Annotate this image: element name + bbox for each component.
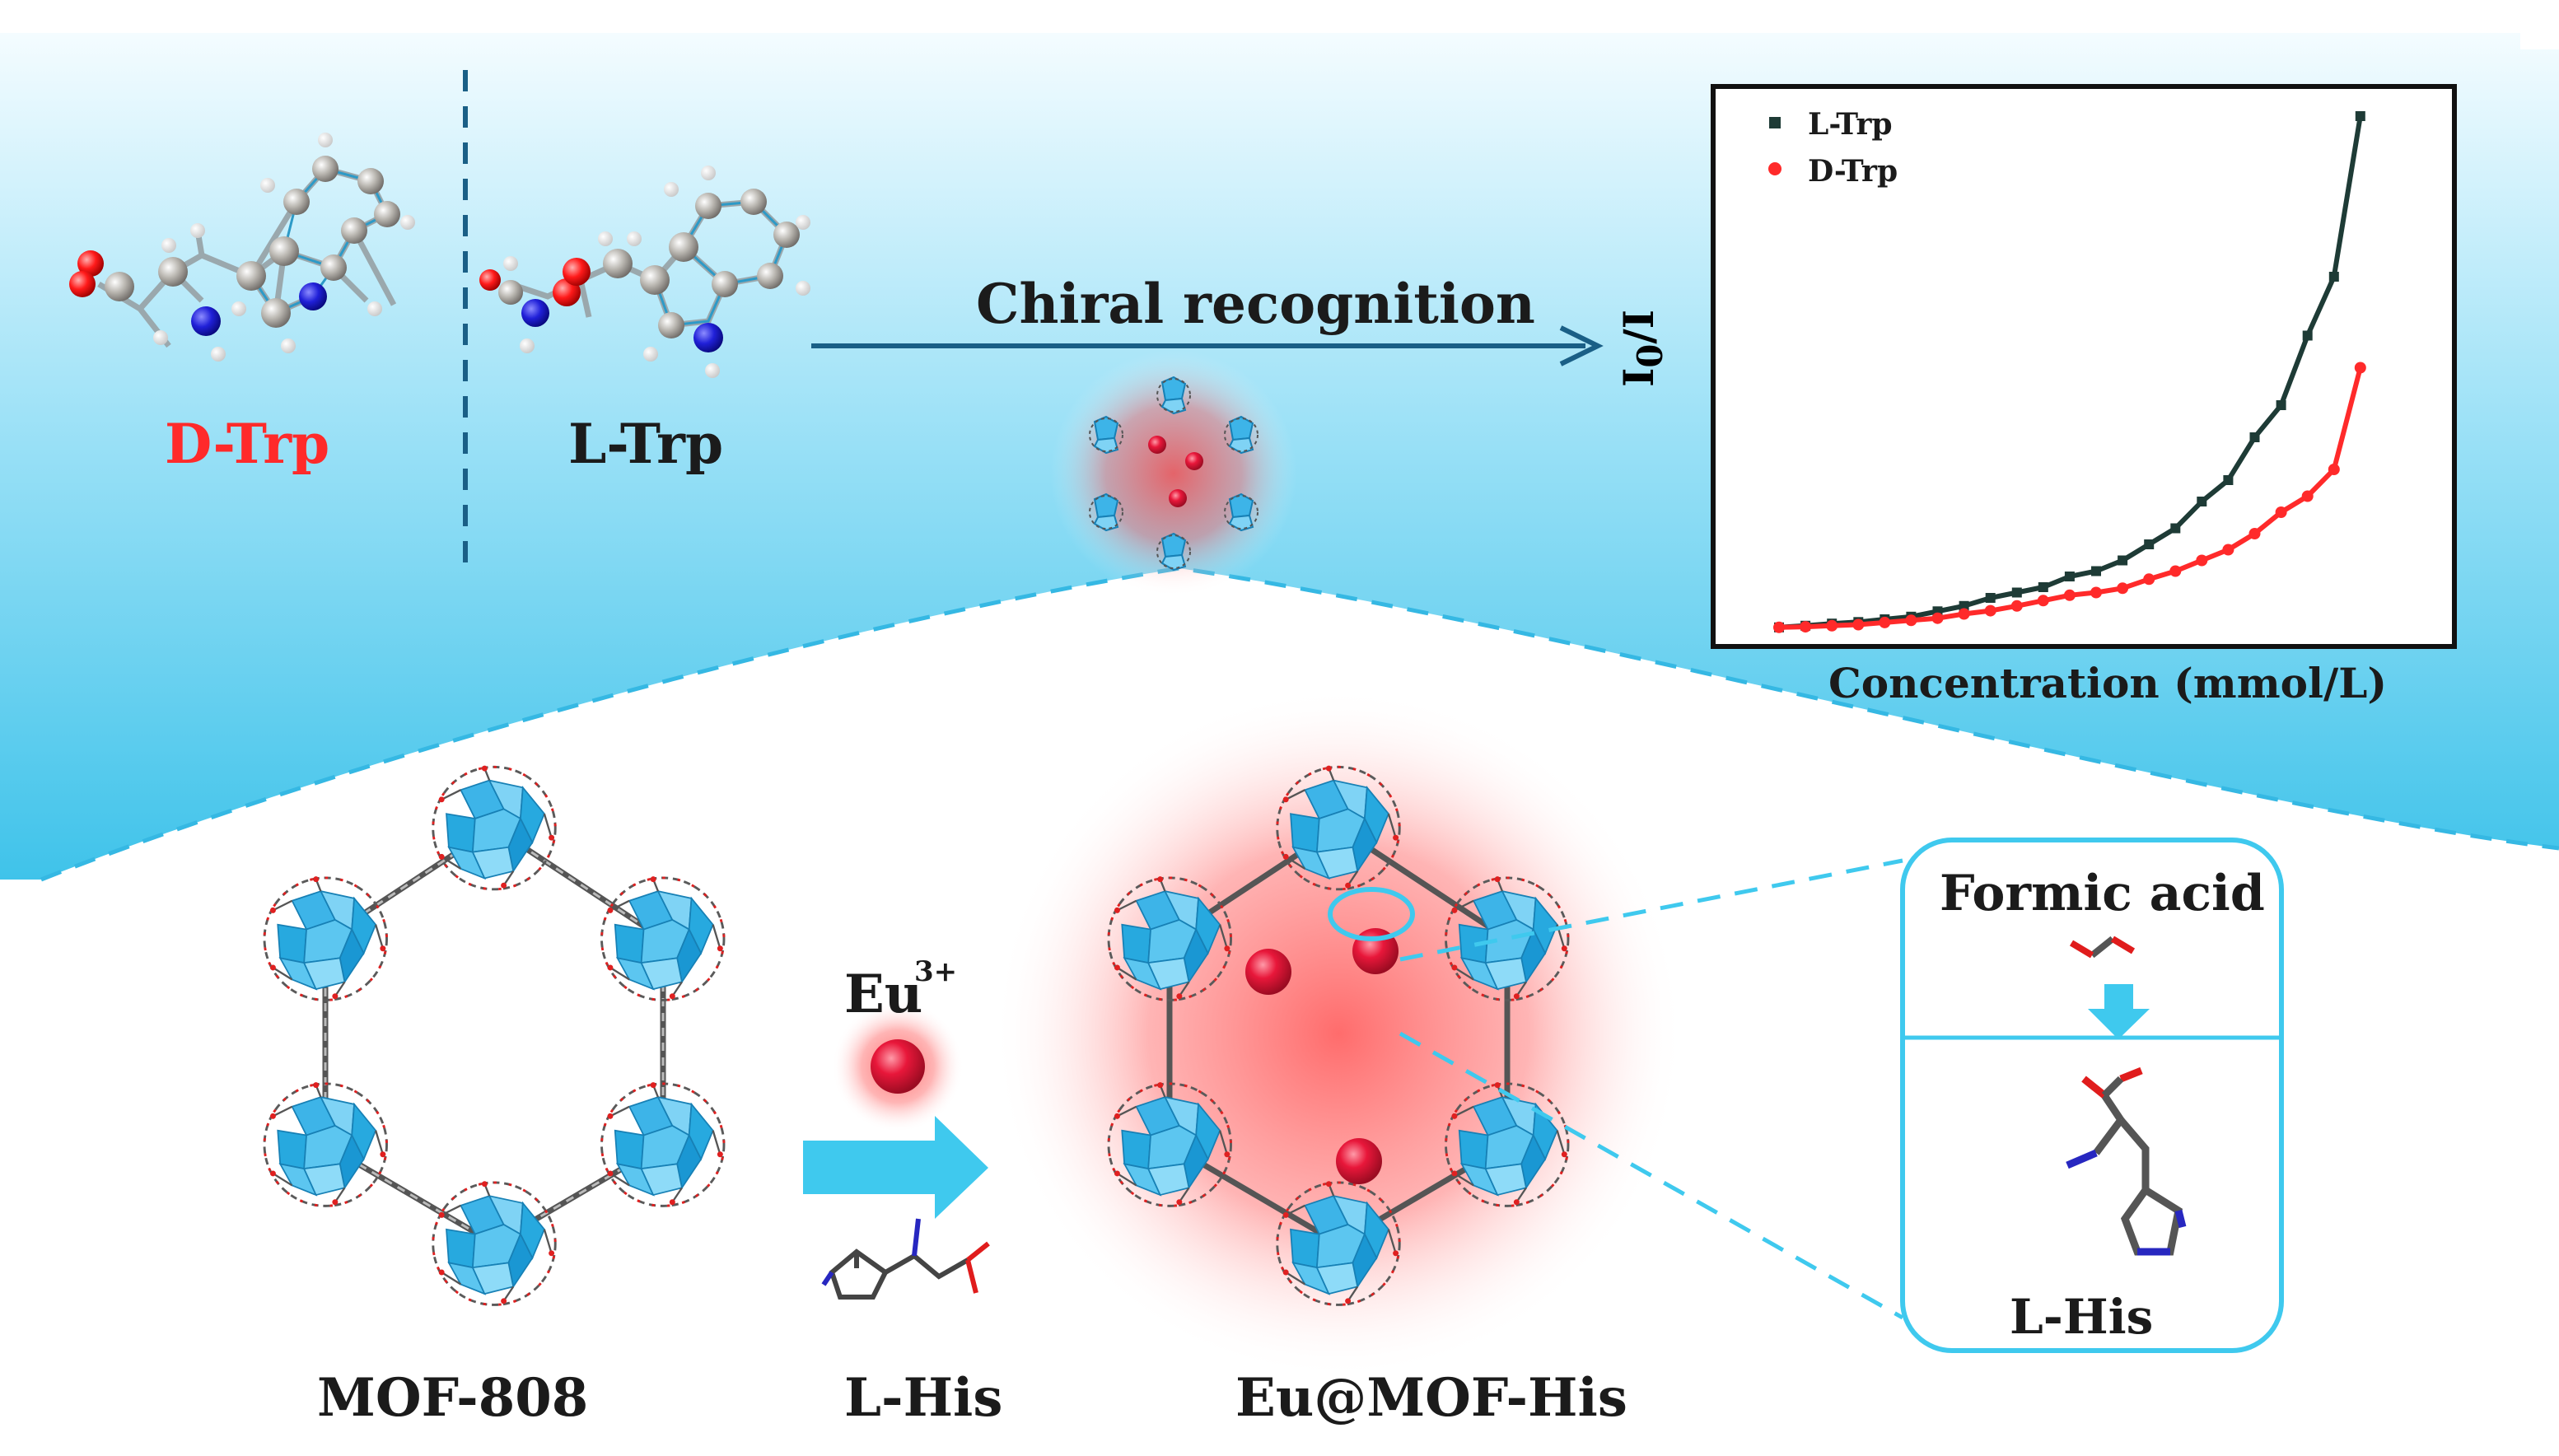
data-point-l-trp [2355,111,2365,121]
detail-arrow [2088,984,2150,1039]
data-point-d-trp [2169,565,2182,577]
eu-ion [832,1001,964,1132]
x-axis-label: Concentration (mmol/L) [1828,659,2388,707]
data-point-d-trp [2090,586,2102,599]
data-point-d-trp [2143,573,2155,586]
d-trp-molecule [69,133,415,362]
data-point-d-trp [2196,554,2208,567]
legend-marker-d-trp [1768,162,1781,175]
mof-808-label: MOF-808 [317,1367,589,1429]
detail-box [1900,838,2284,1353]
data-point-l-trp [2011,587,2022,598]
data-point-d-trp [2063,589,2076,601]
formic-acid-label: Formic acid [1940,865,2265,922]
l-trp-label: L-Trp [568,412,724,476]
data-point-d-trp [1826,619,1838,632]
chiral-recognition-label: Chiral recognition [976,272,1535,336]
data-point-l-trp [2038,582,2048,592]
legend-marker-l-trp [1769,117,1781,128]
data-point-l-trp [2276,400,2286,410]
data-point-l-trp [2328,272,2339,282]
y-axis-label-text: I0/I [1614,309,1670,387]
data-point-d-trp [2354,362,2366,374]
data-point-d-trp [1958,608,1970,620]
data-point-l-trp [1985,593,1996,603]
data-point-d-trp [1984,604,1996,617]
data-point-l-trp [2064,572,2075,581]
l-his-label: L-His [844,1367,1003,1429]
data-point-d-trp [1800,621,1812,633]
data-point-d-trp [2037,595,2049,607]
data-point-d-trp [2248,528,2261,539]
data-point-l-trp [2091,566,2101,576]
data-point-d-trp [1773,621,1785,633]
eu-mof-his-structure [992,688,1684,1379]
eu-charge-label: 3+ [914,955,958,988]
chiral-arrow [811,325,1604,366]
data-point-d-trp [2222,544,2234,556]
data-point-d-trp [2301,490,2314,502]
data-point-l-trp [2249,432,2260,442]
data-point-d-trp [2010,600,2023,612]
data-point-l-trp [2302,330,2313,341]
data-point-d-trp [1879,616,1891,628]
data-point-d-trp [2117,582,2129,595]
l-his-detail-label: L-His [2010,1289,2154,1345]
chart-frame [1711,84,2457,649]
data-point-l-trp [2118,555,2128,566]
data-point-d-trp [2275,506,2287,518]
legend-label-d-trp: D-Trp [1808,154,1898,189]
legend-label-l-trp: L-Trp [1808,107,1893,142]
highlight-ring [1328,887,1415,941]
data-point-d-trp [2328,464,2340,475]
d-trp-label: D-Trp [165,412,330,476]
y-axis-label: I0/I [1614,310,1670,387]
mof-808-structure [263,764,726,1306]
data-point-d-trp [1852,618,1865,631]
zoom-lines [1399,858,1904,1320]
mini-mof-sensor [1050,350,1297,597]
data-point-d-trp [1905,614,1917,627]
chart [1711,84,2457,649]
data-point-l-trp [1959,600,1969,611]
l-his-molecule [821,1218,990,1300]
data-point-l-trp [2170,523,2181,534]
l-trp-molecule [479,166,810,378]
data-point-d-trp [1931,612,1944,624]
data-point-l-trp [2197,497,2207,506]
data-point-l-trp [2223,475,2234,485]
eu-label: Eu [844,964,923,1025]
data-point-l-trp [2144,539,2155,549]
eu-mof-his-label: Eu@MOF-His [1235,1367,1627,1429]
process-arrow [803,1116,988,1219]
